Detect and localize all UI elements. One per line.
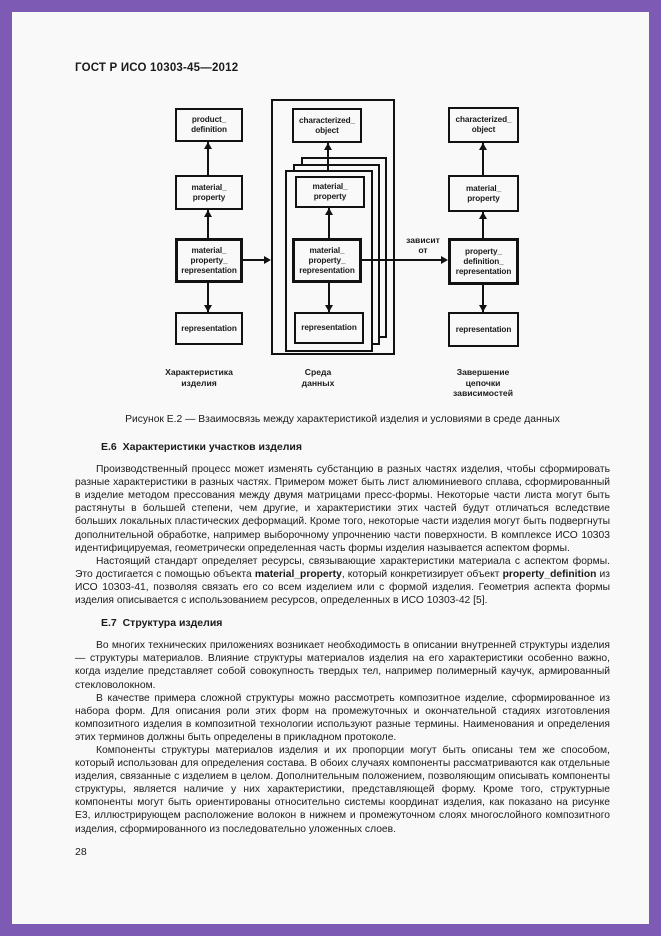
arrow-down-icon xyxy=(325,305,333,312)
arrow-line xyxy=(207,142,209,175)
arrow-line xyxy=(482,285,484,312)
page-header: ГОСТ Р ИСО 10303-45—2012 xyxy=(75,62,239,74)
arrow-line xyxy=(482,143,484,175)
arrow-line xyxy=(327,143,329,170)
arrow-line xyxy=(243,259,264,261)
data-environment-frame xyxy=(271,99,395,355)
arrow-down-icon xyxy=(479,305,487,312)
arrow-up-icon xyxy=(479,212,487,219)
box-material-property-left: material_ property xyxy=(175,175,243,210)
arrow-up-icon xyxy=(324,143,332,150)
arrow-line xyxy=(207,210,209,238)
column-label-dependency-chain-end: Завершение цепочки зависимостей xyxy=(453,367,513,398)
arrow-right-icon xyxy=(264,256,271,264)
arrow-down-icon xyxy=(204,305,212,312)
box-characterized-object-right: characterized_ object xyxy=(448,107,519,143)
box-representation-left: representation xyxy=(175,312,243,345)
column-label-product-characteristic: Характеристика изделия xyxy=(165,367,233,388)
section-heading-e6: Е.6 Характеристики участков изделия xyxy=(101,441,302,453)
arrow-line xyxy=(482,212,484,238)
box-representation-right: representation xyxy=(448,312,519,347)
box-product-definition: product_ definition xyxy=(175,108,243,142)
document-body: Е.6 Характеристики участков изделия Прои… xyxy=(75,441,610,836)
figure-caption: Рисунок Е.2 — Взаимосвязь между характер… xyxy=(125,414,560,425)
dependency-arrow-line xyxy=(362,259,441,261)
dependency-label: зависит от xyxy=(406,235,440,255)
page-number: 28 xyxy=(75,846,87,858)
section-heading-e7: Е.7 Структура изделия xyxy=(101,617,223,630)
arrow-up-icon xyxy=(325,208,333,215)
arrow-line xyxy=(207,283,209,312)
box-material-property-representation-left: material_ property_ representation xyxy=(175,238,243,283)
box-material-property-representation-middle: material_ property_ representation xyxy=(292,238,362,283)
arrow-up-icon xyxy=(204,142,212,149)
arrow-up-icon xyxy=(479,143,487,150)
paragraph: Производственный процесс может изменять … xyxy=(75,464,610,554)
paragraph: Настоящий стандарт определяет ресурсы, с… xyxy=(75,555,611,607)
box-characterized-object-middle: characterized_ object xyxy=(292,108,362,143)
paragraph: Компоненты структуры материалов изделия … xyxy=(75,744,610,835)
arrow-up-icon xyxy=(204,210,212,217)
column-label-data-environment: Среда данных xyxy=(301,367,335,388)
box-material-property-right: material_ property xyxy=(448,175,519,212)
arrow-line xyxy=(328,283,330,312)
paragraph: Во многих технических приложениях возник… xyxy=(75,640,610,691)
box-representation-middle: representation xyxy=(294,312,364,344)
arrow-line xyxy=(328,208,330,238)
box-property-definition-representation: property_ definition_ representation xyxy=(448,238,519,285)
paragraph: В качестве примера сложной структуры мож… xyxy=(75,692,610,743)
arrow-right-icon xyxy=(441,256,448,264)
box-material-property-middle: material_ property xyxy=(295,176,365,208)
